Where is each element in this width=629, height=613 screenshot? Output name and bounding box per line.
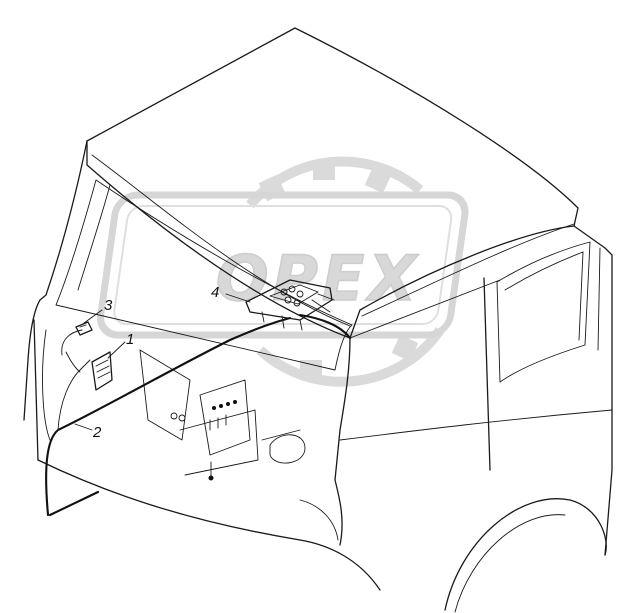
callout-label-3: 3	[104, 297, 113, 314]
callout-label-1: 1	[126, 331, 134, 348]
callout-label-2: 2	[92, 424, 102, 441]
instrument-panel	[199, 379, 251, 456]
callout-4: 4	[211, 284, 251, 303]
wiring-harness	[45, 313, 352, 517]
connector-block-component-4	[245, 279, 335, 331]
wheel-arch	[444, 498, 607, 611]
cab-front-panel	[37, 459, 301, 541]
callout-3: 3	[83, 297, 113, 324]
callout-2: 2	[74, 423, 102, 441]
door-edge	[483, 277, 491, 471]
side-window	[496, 241, 591, 383]
sensor-component-3	[75, 321, 93, 336]
opex-watermark-logo: OPEX	[96, 156, 469, 387]
headlight	[269, 434, 306, 464]
windshield-frame	[39, 140, 88, 301]
cab-outline	[23, 27, 613, 613]
callout-1: 1	[107, 331, 134, 359]
roof-panel	[86, 27, 579, 339]
callout-label-4: 4	[211, 284, 219, 301]
relay-block-component-1	[91, 351, 113, 391]
windshield-glass	[55, 179, 353, 371]
